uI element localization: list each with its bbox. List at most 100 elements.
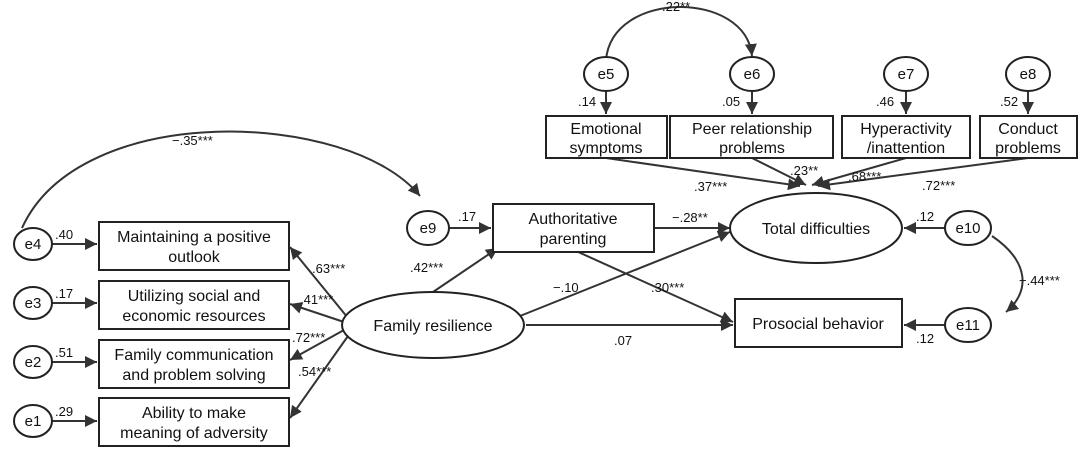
error-e5-label: e5 — [598, 66, 615, 83]
error-e4-label: e4 — [25, 236, 42, 253]
error-e10-label: e10 — [955, 220, 980, 237]
edge-fr-authoritative — [432, 247, 499, 293]
edge-auth-prosocial — [575, 250, 734, 323]
coef-e9-authoritative: .17 — [458, 209, 476, 224]
coef-e3-resources: .17 — [55, 286, 73, 301]
coef-e11-prosocial: .12 — [916, 331, 934, 346]
box-meaning-of-adversity — [98, 397, 290, 447]
edge-total-conduct — [817, 157, 1029, 191]
cov-e10-e11 — [991, 235, 1024, 313]
error-e5 — [583, 56, 629, 92]
box-prosocial-line1: Prosocial behavior — [752, 316, 884, 333]
error-e6-label: e6 — [744, 66, 761, 83]
coef-fr-meaning: .54*** — [298, 364, 331, 379]
error-e2-label: e2 — [25, 354, 42, 371]
box-resources-line1: Utilizing social and — [128, 288, 261, 305]
box-peer-relationship — [669, 115, 834, 159]
edge-total-emotional — [605, 157, 801, 191]
error-e8 — [1005, 56, 1051, 92]
error-e3 — [13, 286, 53, 320]
box-conduct-problems — [979, 115, 1078, 159]
box-authoritative-parenting — [492, 203, 655, 253]
edges — [21, 6, 1034, 427]
observed-variables: Maintaining a positive outlook Utilizing… — [98, 115, 1078, 447]
coef-total-emotional: .37*** — [694, 179, 727, 194]
latent-total-difficulties-label: Total difficulties — [762, 221, 870, 238]
cov-e4-e9 — [21, 130, 421, 229]
box-authoritative-line1: Authoritative — [529, 211, 618, 228]
latent-family-resilience-label: Family resilience — [373, 318, 492, 335]
box-peer-line1: Peer relationship — [692, 121, 812, 138]
box-prosocial-behavior — [734, 298, 903, 348]
box-communication-line2: and problem solving — [122, 367, 265, 384]
latent-variables: Family resilience Total difficulties — [341, 192, 903, 359]
box-hyper-line2: /inattention — [867, 140, 945, 157]
box-maintaining-positive-outlook — [98, 221, 290, 271]
coef-cov-e5-e6: .22** — [662, 0, 690, 14]
coef-auth-prosocial: .30*** — [651, 280, 684, 295]
coef-fr-resources: .41*** — [300, 292, 333, 307]
box-outlook-line2: outlook — [168, 249, 221, 266]
edge-fr-outlook — [289, 246, 349, 319]
latent-total-difficulties — [729, 192, 903, 264]
error-e11 — [944, 307, 992, 343]
box-utilizing-resources — [98, 280, 290, 330]
coef-total-conduct: .72*** — [922, 178, 955, 193]
coef-fr-communication: .72*** — [292, 330, 325, 345]
error-e4 — [13, 227, 53, 261]
box-emotional-line1: Emotional — [570, 121, 641, 138]
box-hyper-line1: Hyperactivity — [860, 121, 952, 138]
edge-fr-meaning — [289, 335, 349, 419]
edge-fr-resources — [289, 302, 345, 323]
coef-total-hyper: .68*** — [848, 169, 881, 184]
coef-fr-total: −.10 — [553, 280, 579, 295]
error-e3-label: e3 — [25, 295, 42, 312]
cov-e5-e6 — [605, 6, 757, 61]
latent-family-resilience — [341, 291, 525, 359]
box-communication-line1: Family communication — [114, 347, 273, 364]
coef-e4-outlook: .40 — [55, 227, 73, 242]
coef-e7-hyper: .46 — [876, 94, 894, 109]
error-e8-label: e8 — [1020, 66, 1037, 83]
coef-cov-e4-e9: −.35*** — [172, 133, 213, 148]
box-outlook-line1: Maintaining a positive — [117, 229, 271, 246]
box-authoritative-line2: parenting — [540, 231, 607, 248]
box-meaning-line1: Ability to make — [142, 405, 246, 422]
coef-fr-outlook: .63*** — [312, 261, 345, 276]
box-meaning-line2: meaning of adversity — [120, 425, 268, 442]
error-terms: e4 e3 e2 e1 e5 e6 e7 e8 e9 e10 e11 — [13, 56, 1051, 438]
error-e9-label: e9 — [420, 220, 437, 237]
coef-e10-total: .12 — [916, 209, 934, 224]
coef-total-peer: .23** — [790, 163, 818, 178]
coefficient-labels: .40 .17 .51 .29 .14 .05 .46 .52 .17 .12 … — [55, 0, 1060, 419]
error-e1 — [13, 404, 53, 438]
edge-total-peer — [751, 157, 807, 186]
box-emotional-line2: symptoms — [570, 140, 643, 157]
coef-e5-emotional: .14 — [578, 94, 596, 109]
coef-cov-e10-e11: −.44*** — [1019, 273, 1060, 288]
box-hyperactivity — [841, 115, 971, 159]
box-emotional-symptoms — [545, 115, 668, 159]
edge-fr-communication — [289, 329, 345, 361]
error-e2 — [13, 345, 53, 379]
error-e10 — [944, 210, 992, 246]
error-e1-label: e1 — [25, 413, 42, 430]
error-e11-label: e11 — [956, 317, 980, 334]
error-e7-label: e7 — [898, 66, 915, 83]
error-e7 — [883, 56, 929, 92]
box-conduct-line1: Conduct — [998, 121, 1058, 138]
coef-fr-authoritative: .42*** — [410, 260, 443, 275]
error-e9 — [406, 210, 450, 246]
error-e6 — [729, 56, 775, 92]
box-resources-line2: economic resources — [122, 308, 265, 325]
coef-e1-meaning: .29 — [55, 404, 73, 419]
coef-fr-prosocial: .07 — [614, 333, 632, 348]
box-peer-line2: problems — [719, 140, 785, 157]
coef-auth-total: −.28** — [672, 210, 708, 225]
coef-e2-communication: .51 — [55, 345, 73, 360]
box-conduct-line2: problems — [995, 140, 1061, 157]
box-family-communication — [98, 339, 290, 389]
coef-e8-conduct: .52 — [1000, 94, 1018, 109]
coef-e6-peer: .05 — [722, 94, 740, 109]
